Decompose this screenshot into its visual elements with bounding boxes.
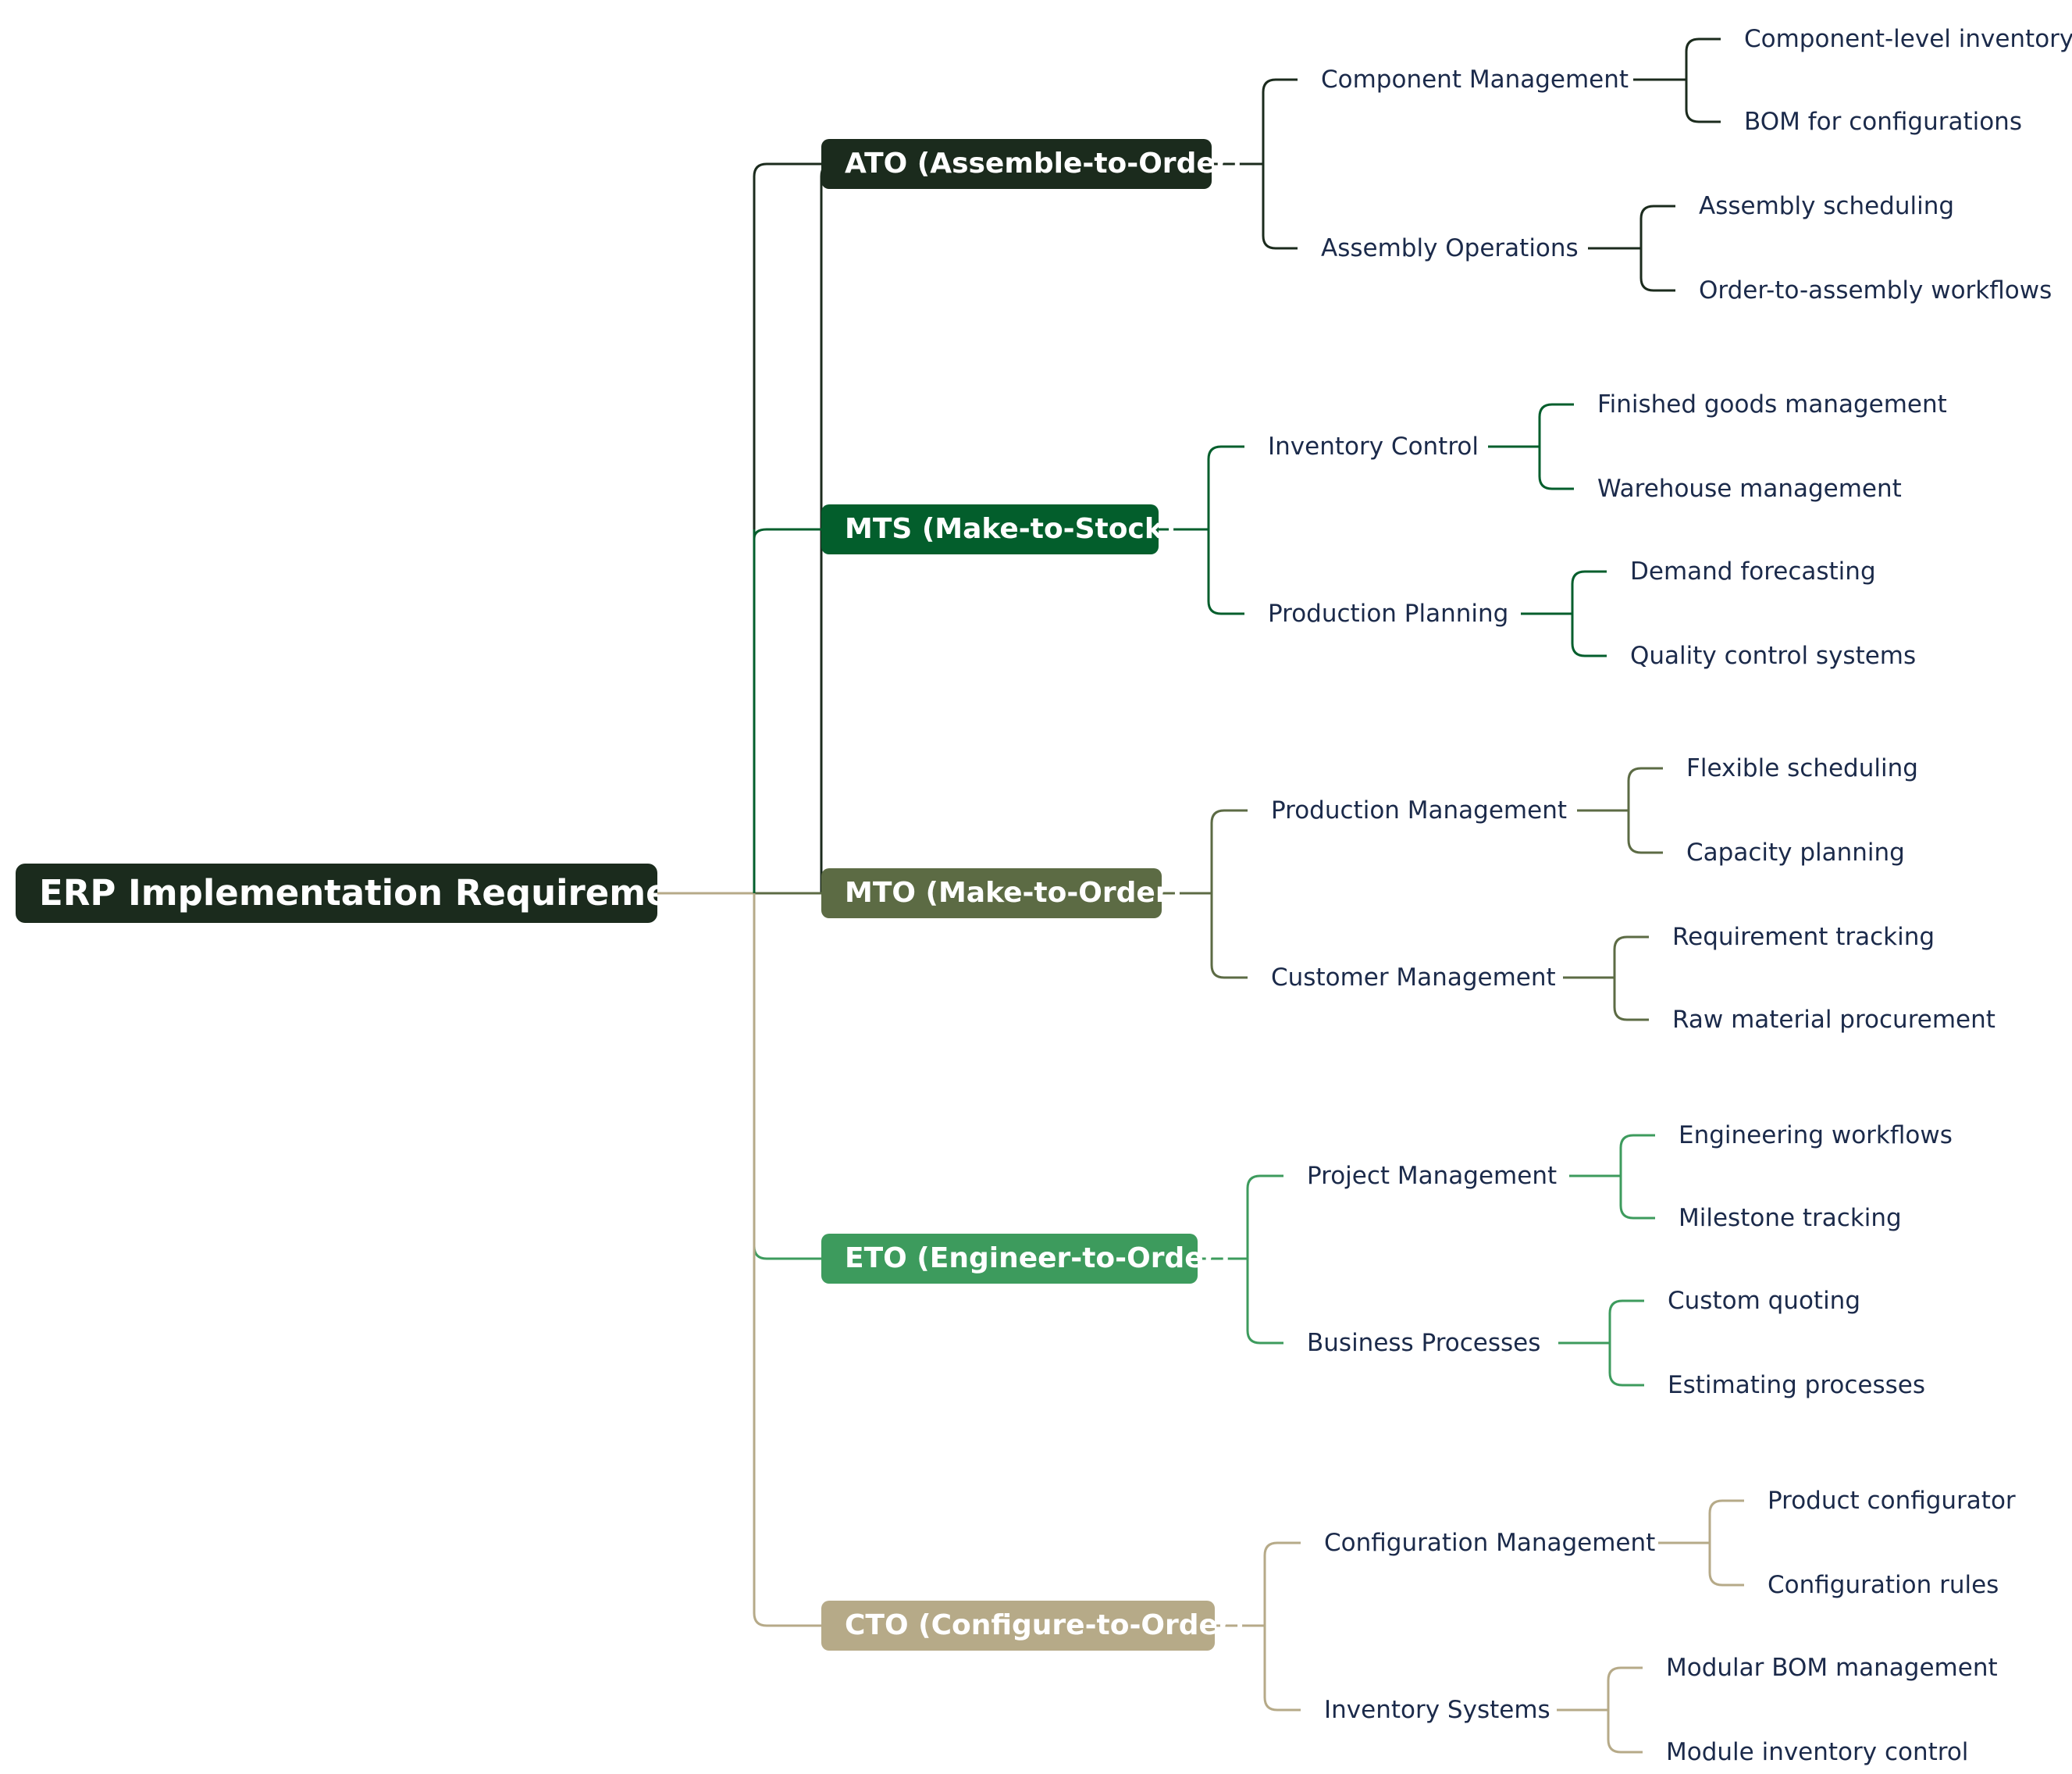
leaf-node[interactable]: Demand forecasting <box>1630 557 1876 586</box>
leaf-node[interactable]: Custom quoting <box>1668 1287 1861 1315</box>
leaf-node[interactable]: Finished goods management <box>1597 390 1947 419</box>
group-node[interactable]: Production Planning <box>1268 600 1509 628</box>
branch-mts-lines <box>1159 403 1607 657</box>
trunk-ato-link <box>753 162 821 177</box>
root-node[interactable]: ERP Implementation Requirements <box>16 864 657 923</box>
group-node[interactable]: Project Management <box>1307 1162 1558 1190</box>
category-node-mto[interactable]: MTO (Make-to-Order) <box>821 868 1182 918</box>
group-node[interactable]: Configuration Management <box>1324 1529 1656 1557</box>
leaf-node[interactable]: Requirement tracking <box>1672 923 1935 951</box>
group-node[interactable]: Customer Management <box>1271 964 1556 992</box>
leaf-node[interactable]: Modular BOM management <box>1666 1654 1998 1682</box>
category-node-cto[interactable]: CTO (Configure-to-Order) <box>821 1601 1244 1651</box>
group-node[interactable]: Inventory Systems <box>1324 1696 1550 1724</box>
trunk-cto-link <box>753 1455 821 1627</box>
leaf-node[interactable]: Module inventory control <box>1666 1738 1969 1766</box>
branch-mto-lines <box>1162 767 1663 1021</box>
branch-eto-lines <box>1198 1134 1655 1387</box>
leaf-node[interactable]: Engineering workflows <box>1679 1121 1953 1149</box>
leaf-node[interactable]: Component-level inventory <box>1744 25 2072 53</box>
leaf-node[interactable]: Order-to-assembly workflows <box>1699 276 2052 305</box>
category-node-ato[interactable]: ATO (Assemble-to-Order) <box>821 139 1242 189</box>
group-node[interactable]: Component Management <box>1321 66 1629 94</box>
leaf-node[interactable]: BOM for configurations <box>1744 108 2022 136</box>
leaf-node[interactable]: Estimating processes <box>1668 1371 1925 1399</box>
trunk-mts-link <box>753 528 821 540</box>
group-node[interactable]: Business Processes <box>1307 1329 1541 1357</box>
leaf-node[interactable]: Raw material procurement <box>1672 1006 1995 1034</box>
branch-ato-lines <box>1212 37 1721 292</box>
category-node-mts[interactable]: MTS (Make-to-Stock) <box>821 504 1176 554</box>
leaf-node[interactable]: Milestone tracking <box>1679 1204 1902 1232</box>
leaf-node[interactable]: Capacity planning <box>1686 839 1905 867</box>
group-node[interactable]: Production Management <box>1271 796 1567 825</box>
leaf-node[interactable]: Flexible scheduling <box>1686 754 1918 782</box>
group-node[interactable]: Assembly Operations <box>1321 234 1579 262</box>
leaf-node[interactable]: Warehouse management <box>1597 475 1902 503</box>
leaf-node[interactable]: Assembly scheduling <box>1699 192 1955 220</box>
group-node[interactable]: Inventory Control <box>1268 433 1479 461</box>
leaf-node[interactable]: Quality control systems <box>1630 642 1917 670</box>
category-node-eto[interactable]: ETO (Engineer-to-Order) <box>821 1234 1230 1284</box>
trunk-eto-link <box>753 1245 821 1260</box>
leaf-node[interactable]: Configuration rules <box>1768 1571 1999 1599</box>
branch-cto-lines <box>1215 1499 1744 1754</box>
leaf-node[interactable]: Product configurator <box>1768 1487 2016 1515</box>
